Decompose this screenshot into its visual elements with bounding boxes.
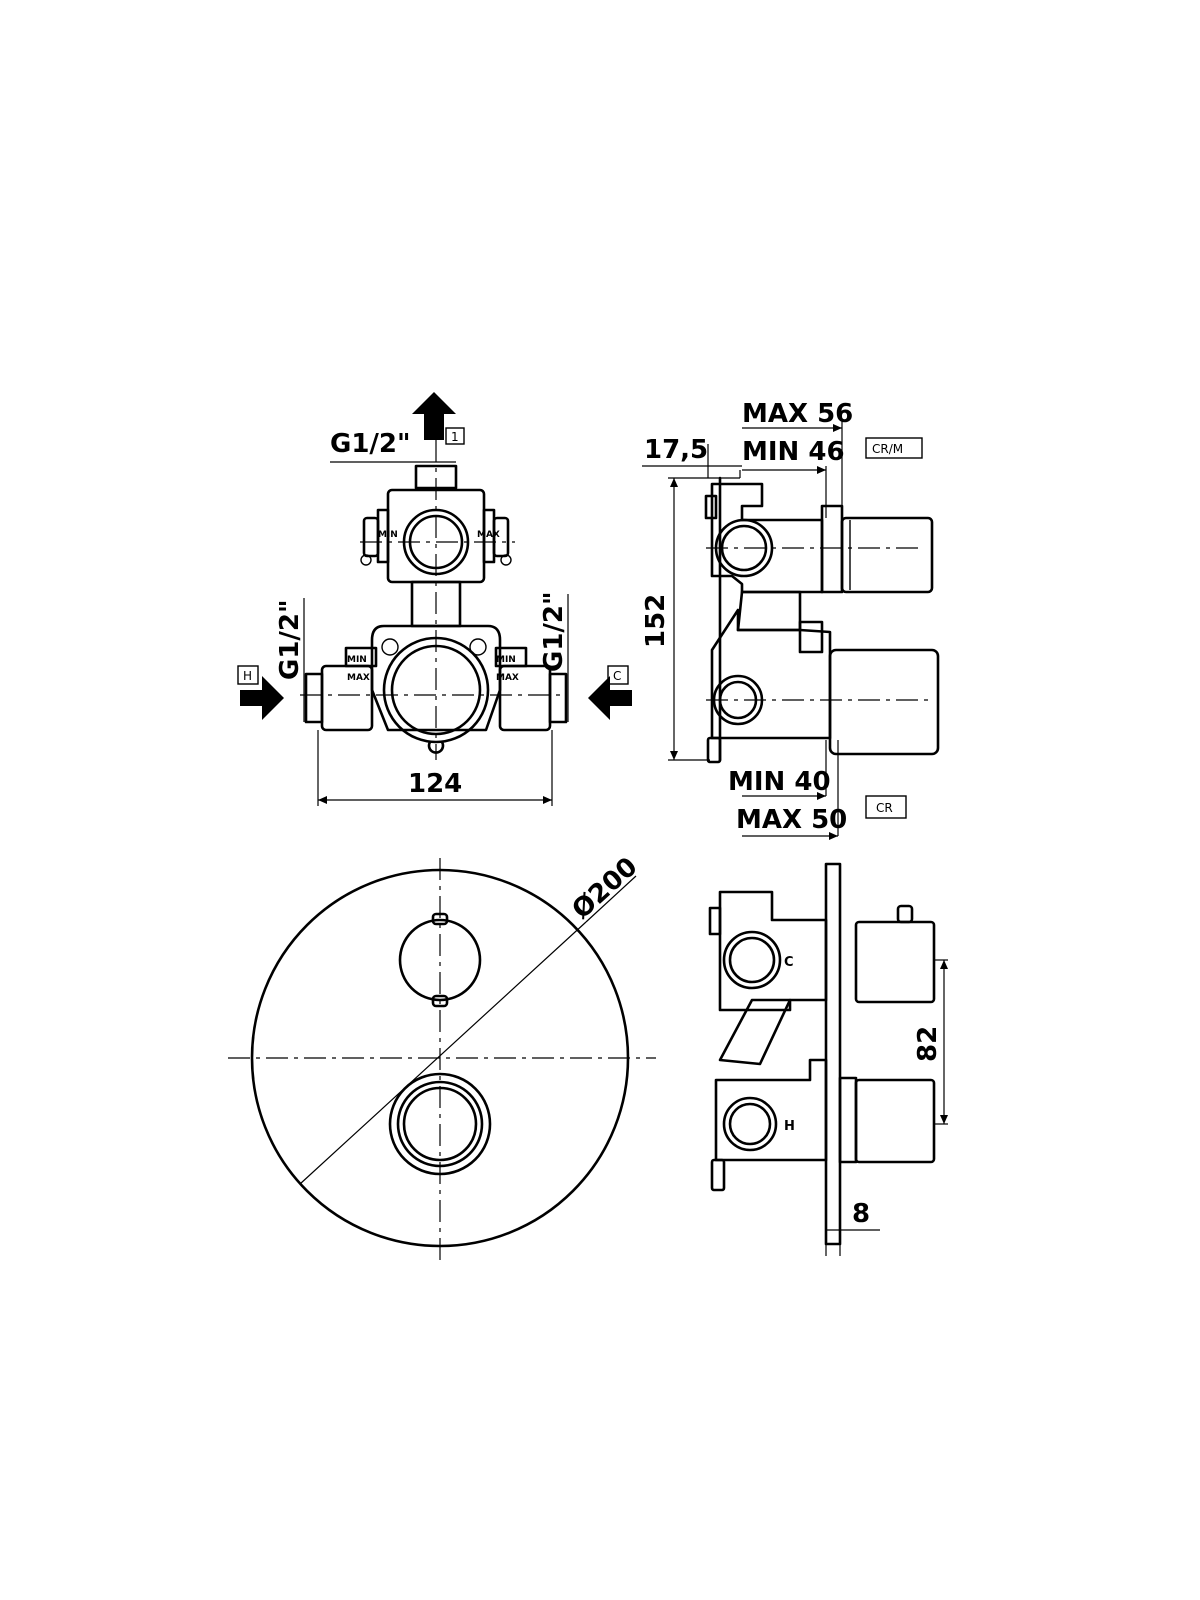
finish-tag-crm: CR/M — [872, 442, 903, 456]
front-view-plate: Ø200 — [228, 852, 656, 1262]
spacing-label: 82 — [913, 1026, 943, 1062]
side-view-valve-body: 152 17,5 MAX 56 MIN 46 CR/M — [641, 399, 940, 840]
height-dimension-label: 152 — [641, 594, 671, 648]
cold-tag: C — [613, 669, 621, 683]
side-view-installed: C H 82 8 — [708, 862, 948, 1256]
hot-inlet-arrow-icon — [240, 676, 284, 720]
max-56-label: MAX 56 — [742, 399, 853, 429]
min-46-label: MIN 46 — [742, 437, 845, 467]
hot-thread-label: G1/2" — [275, 599, 305, 680]
width-dimension-label: 124 — [408, 769, 462, 799]
stamp-max-right: MAX — [496, 673, 519, 683]
offset-dimension-label: 17,5 — [644, 435, 708, 465]
thickness-label: 8 — [852, 1199, 870, 1229]
svg-text:MAX: MAX — [477, 530, 500, 540]
finish-tag-cr: CR — [876, 801, 893, 815]
diameter-label: Ø200 — [567, 852, 644, 925]
stamp-max-left: MAX — [347, 673, 370, 683]
cold-inlet-arrow-icon — [588, 676, 632, 720]
outlet-thread-label: G1/2" — [330, 429, 411, 459]
outlet-tag: 1 — [451, 430, 459, 444]
max-50-label: MAX 50 — [736, 805, 847, 835]
cold-thread-label: G1/2" — [539, 591, 569, 672]
svg-text:MIN: MIN — [378, 530, 398, 540]
mark-h: H — [784, 1119, 795, 1134]
front-view-valve-body: MIN MAX MIN MAX MIN MAX G1/2" 1 G1/2" — [237, 392, 632, 806]
stamp-min-right: MIN — [496, 655, 516, 665]
stamp-min-left: MIN — [347, 655, 367, 665]
mark-c: C — [784, 955, 794, 970]
outlet-arrow-icon — [412, 392, 456, 440]
hot-tag: H — [243, 669, 252, 683]
min-40-label: MIN 40 — [728, 767, 831, 797]
